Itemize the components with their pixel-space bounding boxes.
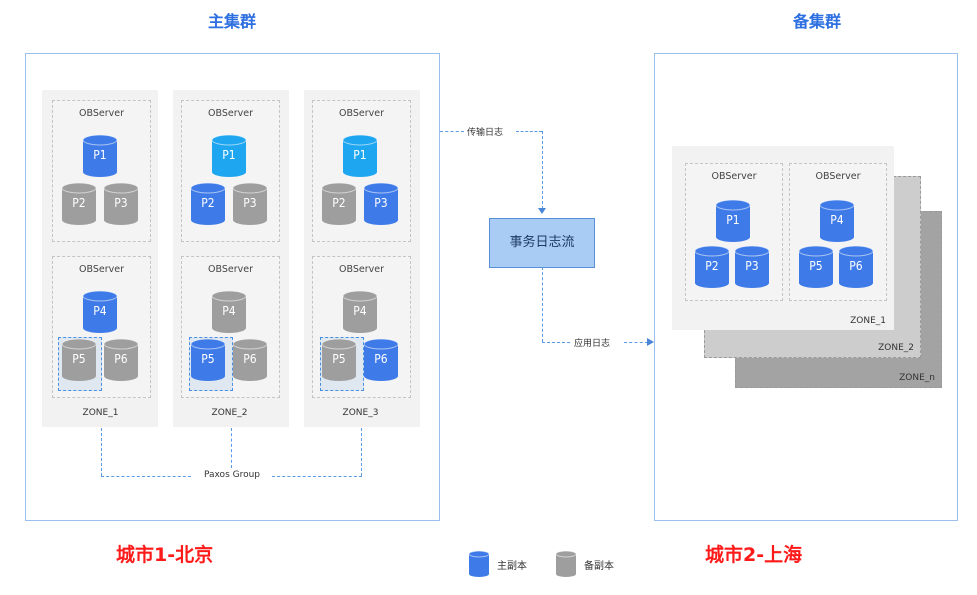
replica-label: P6 [849,259,863,273]
observer-label: OBServer [79,264,124,275]
primary-cluster-title: 主集群 [207,12,256,31]
zone-label: ZONE_n [899,373,935,383]
arrow-right-icon [647,338,654,346]
replica-label: P3 [114,196,128,210]
replica-p2-primary-icon: P2 [695,246,729,288]
observer-label: OBServer [79,108,124,119]
replica-label: P4 [93,304,107,318]
observer-label: OBServer [339,264,384,275]
apply-line-b [624,342,648,343]
txn-log-stream-box: 事务日志流 [489,218,595,268]
standby-cluster-title: 备集群 [792,12,841,31]
replica-label: P3 [374,196,388,210]
replica-p1-primary-icon: P1 [212,135,246,177]
paxos-connector-2 [231,428,232,468]
replica-label: P1 [726,213,740,227]
replica-label: P5 [201,352,215,366]
replica-label: P2 [705,259,719,273]
transfer-line-a [440,131,464,132]
zone-label: ZONE_3 [342,408,379,418]
observer-label: OBServer [208,264,253,275]
replica-p6-primary-icon: P6 [364,339,398,381]
observer-label: OBServer [711,171,757,182]
replica-label: P2 [72,196,86,210]
replica-label: P2 [201,196,215,210]
replica-p1-primary-icon: P1 [716,200,750,242]
transfer-line-b [516,131,542,132]
replica-p3-backup-icon: P3 [233,183,267,225]
replica-label: P1 [222,148,236,162]
replica-label: P5 [72,352,86,366]
replica-label: P5 [809,259,823,273]
apply-line-a [542,342,570,343]
replica-p6-primary-icon: P6 [839,246,873,288]
paxos-group-label: Paxos Group [203,470,261,480]
replica-p4-primary-icon: P4 [820,200,854,242]
legend-primary-label: 主副本 [497,561,527,572]
replica-p5-backup-icon: P5 [322,339,356,381]
zone-label: ZONE_2 [878,343,914,353]
replica-p4-backup-icon: P4 [212,291,246,333]
replica-p3-primary-icon: P3 [364,183,398,225]
primary-replica-legend-icon [468,550,490,577]
replica-label: P1 [93,148,107,162]
paxos-line-right [272,476,362,477]
replica-p3-primary-icon: P3 [735,246,769,288]
replica-p6-backup-icon: P6 [104,339,138,381]
replica-label: P2 [332,196,346,210]
replica-label: P4 [830,213,844,227]
backup-replica-legend-icon [555,550,577,577]
observer-label: OBServer [815,171,861,182]
replica-p5-primary-icon: P5 [191,339,225,381]
observer-label: OBServer [208,108,253,119]
replica-p2-backup-icon: P2 [62,183,96,225]
city-beijing: 城市1-北京 [116,544,214,566]
replica-label: P3 [745,259,759,273]
replica-p5-backup-icon: P5 [62,339,96,381]
city-shanghai: 城市2-上海 [705,544,803,566]
replica-p5-primary-icon: P5 [799,246,833,288]
paxos-connector-3 [361,428,362,476]
replica-p4-primary-icon: P4 [83,291,117,333]
replica-label: P6 [114,352,128,366]
replica-label: P6 [243,352,257,366]
zone-label: ZONE_1 [850,316,886,326]
replica-p2-primary-icon: P2 [191,183,225,225]
replica-label: P6 [374,352,388,366]
replica-p1-primary-icon: P1 [343,135,377,177]
zone-label: ZONE_2 [211,408,248,418]
observer-label: OBServer [339,108,384,119]
zone-label: ZONE_1 [82,408,119,418]
legend-backup-label: 备副本 [584,561,614,572]
replica-label: P5 [332,352,346,366]
apply-line-down [542,267,543,342]
paxos-line-left [101,476,191,477]
apply-log-label: 应用日志 [574,339,611,349]
replica-p1-primary-icon: P1 [83,135,117,177]
replica-p2-backup-icon: P2 [322,183,356,225]
replica-p4-backup-icon: P4 [343,291,377,333]
replica-p6-backup-icon: P6 [233,339,267,381]
replica-label: P4 [353,304,367,318]
transfer-line-down [542,131,543,209]
replica-label: P4 [222,304,236,318]
replica-p3-backup-icon: P3 [104,183,138,225]
arrow-down-icon [538,208,546,214]
replica-label: P3 [243,196,257,210]
replica-label: P1 [353,148,367,162]
paxos-connector-1 [101,428,102,476]
transfer-log-label: 传输日志 [467,128,504,138]
